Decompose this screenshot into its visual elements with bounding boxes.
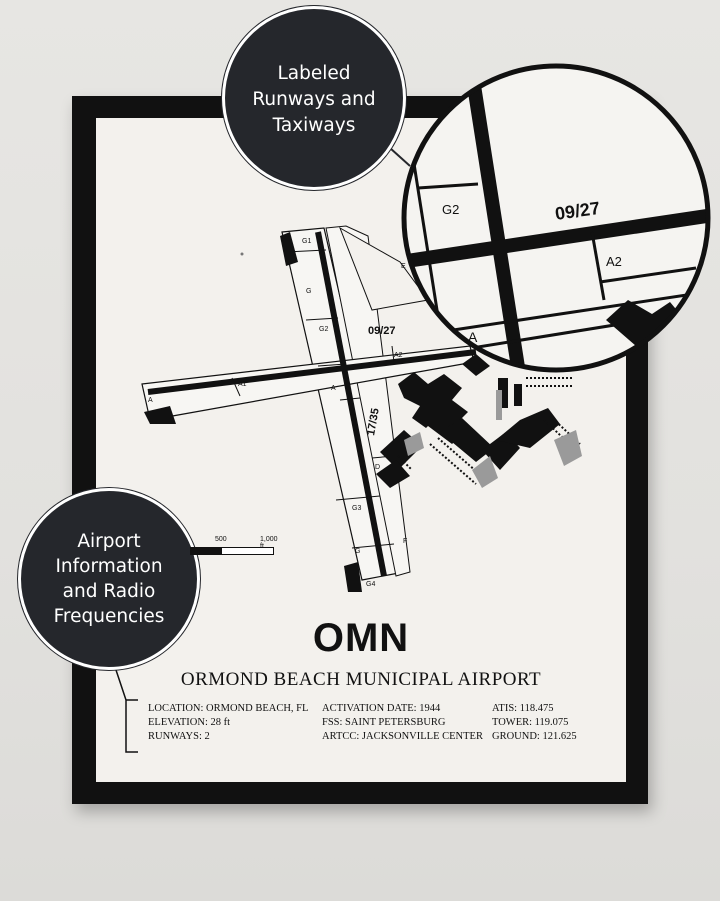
airport-name: ORMOND BEACH MUNICIPAL AIRPORT [180, 669, 542, 690]
scale-bar-graphic [190, 547, 274, 555]
zoom-label-a2: A2 [606, 254, 622, 269]
location-text: LOCATION: ORMOND BEACH, FL [148, 703, 309, 714]
callout-line: Runways and [252, 89, 376, 110]
atis-text: ATIS: 118.475 [492, 703, 554, 714]
runway-17-35 [315, 231, 387, 577]
callout-line: Information [55, 556, 163, 577]
taxiway-label-g4: G4 [366, 581, 375, 588]
callout-line: and Radio [62, 581, 156, 602]
runway-end-west [144, 406, 176, 424]
taxiway-label-g1: G1 [302, 238, 311, 245]
callout-airport-info: Airport Information and Radio Frequencie… [18, 488, 200, 670]
callout-labeled-runways: Labeled Runways and Taxiways [222, 6, 406, 190]
ground-text: GROUND: 121.625 [492, 731, 577, 742]
callout-connector-top [389, 147, 411, 167]
taxiway-label-g-south: G [355, 548, 360, 555]
taxiway-label-f: F [403, 538, 407, 545]
runway-end-north [280, 232, 298, 266]
artcc-text: ARTCC: JACKSONVILLE CENTER [322, 731, 483, 742]
taxiway-label-a-center: A [331, 385, 336, 392]
scale-mid-label: 500 [215, 536, 227, 543]
runway-label-17-35: 17/35 [365, 407, 382, 436]
taxiway-label-e: E [401, 263, 406, 270]
map-dot [240, 252, 244, 256]
zoom-label-a: A [468, 329, 478, 345]
fss-text: FSS: SAINT PETERSBURG [322, 717, 446, 728]
info-column-location: LOCATION: ORMOND BEACH, FL ELEVATION: 28… [148, 702, 308, 744]
taxiway-label-g: G [306, 288, 311, 295]
runway-09-27 [147, 349, 477, 395]
callout-line: Labeled [277, 63, 351, 84]
taxiway-label-a2: A2 [394, 352, 403, 359]
airport-code: OMN [312, 616, 410, 660]
airport-map: G1 G G2 A A1 A2 D G3 G G4 F A E 09/27 17… [141, 225, 582, 592]
callout-bracket [113, 663, 138, 753]
taxiway-label-d: D [375, 464, 380, 471]
map-labels: G1 G G2 A A1 A2 D G3 G G4 F A E 09/27 17… [148, 238, 407, 588]
runways-text: RUNWAYS: 2 [148, 731, 210, 742]
building-shadows [404, 390, 582, 488]
info-column-admin: ACTIVATION DATE: 1944 FSS: SAINT PETERSB… [322, 702, 483, 744]
callout-line: Airport [77, 531, 141, 552]
taxiway-label-g3: G3 [352, 505, 361, 512]
runway-label-09-27: 09/27 [368, 325, 396, 337]
activation-text: ACTIVATION DATE: 1944 [322, 703, 441, 714]
runway-end-south [344, 562, 362, 592]
info-column-frequencies: ATIS: 118.475 TOWER: 119.075 GROUND: 121… [492, 702, 577, 744]
taxiway-f-surface [325, 225, 411, 577]
scale-end-label: 1,000 ft [260, 536, 278, 550]
zoom-magnifier: G2 09/27 A2 A [401, 63, 711, 373]
zoom-label-g2: G2 [442, 202, 459, 217]
taxiway-label-g2: G2 [319, 326, 328, 333]
taxiway-label-a: A [148, 397, 153, 404]
elevation-text: ELEVATION: 28 ft [148, 717, 231, 728]
tower-text: TOWER: 119.075 [492, 717, 569, 728]
callout-line: Taxiways [272, 115, 356, 136]
callout-line: Frequencies [53, 606, 165, 627]
taxiway-label-a1: A1 [238, 381, 247, 388]
